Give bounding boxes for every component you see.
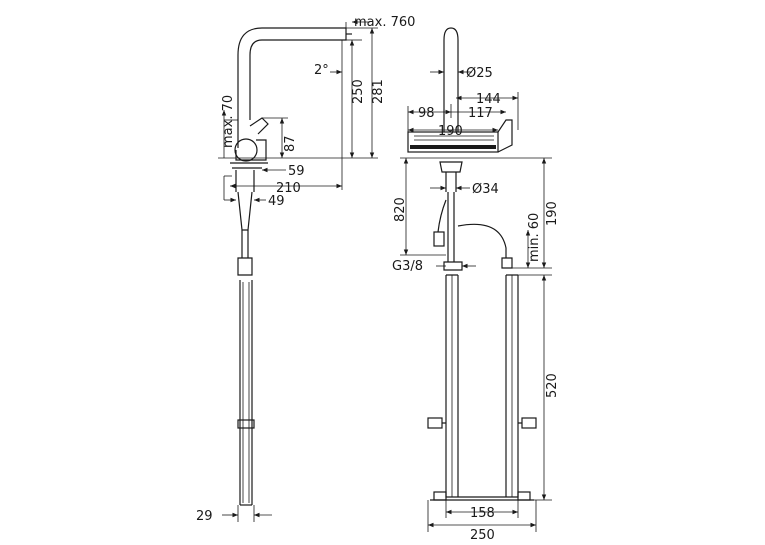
- label-87-height: 87: [283, 135, 298, 152]
- label-dia-34: Ø34: [472, 182, 499, 197]
- label-820-height: 820: [393, 197, 408, 222]
- label-dia-25: Ø25: [466, 66, 493, 81]
- label-190-width: 190: [438, 124, 463, 139]
- side-view-dimensions: [218, 19, 378, 522]
- front-view-dimensions: [400, 69, 552, 532]
- label-210-width: 210: [276, 181, 301, 196]
- side-view-faucet: [230, 27, 352, 506]
- front-view-faucet: [400, 27, 552, 501]
- label-250-height: 250: [351, 79, 366, 104]
- label-49-width: 49: [268, 194, 285, 209]
- label-angle-2: 2°: [314, 63, 329, 78]
- label-min-60: min. 60: [527, 213, 542, 262]
- label-max-70: max. 70: [221, 95, 236, 148]
- label-520-height: 520: [545, 373, 560, 398]
- label-117-width: 117: [468, 106, 493, 121]
- label-g38-thread: G3/8: [392, 259, 423, 274]
- label-59-width: 59: [288, 164, 305, 179]
- label-98-width: 98: [418, 106, 435, 121]
- label-29-width: 29: [196, 509, 213, 524]
- label-190-height: 190: [545, 201, 560, 226]
- dimension-labels: max. 760 2° 250 281 max. 70 87 59 210 49…: [196, 15, 560, 543]
- label-281-height: 281: [371, 79, 386, 104]
- label-250-width: 250: [470, 528, 495, 543]
- label-max-760: max. 760: [354, 15, 415, 30]
- label-144-width: 144: [476, 92, 501, 107]
- label-158-width: 158: [470, 506, 495, 521]
